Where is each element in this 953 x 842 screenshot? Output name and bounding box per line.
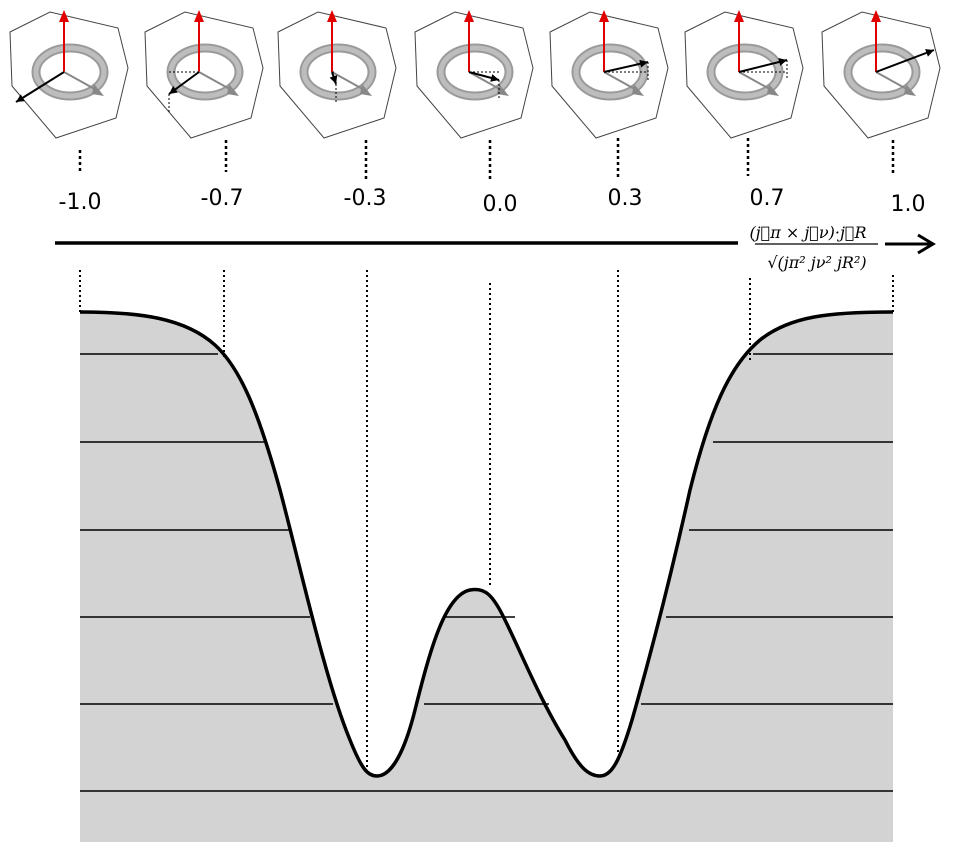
z-axis-arrowhead — [327, 10, 337, 22]
y-axis-arrowhead — [227, 84, 239, 96]
inset-row — [9, 10, 941, 139]
energy-levels — [80, 353, 893, 792]
vector-arrowhead — [329, 75, 338, 84]
torus-ring-highlight — [845, 45, 919, 99]
vector-line — [875, 49, 935, 73]
tick-label-p07: 0.7 — [750, 186, 785, 211]
torus-ring-highlight — [33, 45, 107, 99]
y-axis-arrowhead — [497, 84, 509, 96]
tick-label-p03: 0.3 — [608, 186, 643, 211]
inset-7 — [821, 10, 941, 139]
vector-line — [15, 71, 65, 103]
x-axis: (j⃗π × j⃗ν)·j⃗R √(jπ² jν² jR²) — [55, 223, 936, 272]
tick-label-00: 0.0 — [483, 192, 518, 217]
tick-label-m03: -0.3 — [344, 186, 387, 211]
axis-label-denominator: √(jπ² jν² jR²) — [767, 253, 866, 272]
y-axis-arrowhead — [904, 84, 916, 96]
y-axis-arrowhead — [767, 84, 779, 96]
z-axis-arrowhead — [464, 10, 474, 22]
vector-line — [738, 59, 788, 73]
potential-well — [79, 310, 894, 842]
inset-5 — [549, 10, 669, 139]
torus-ring-highlight — [438, 45, 512, 99]
tick-labels: -1.0 -0.7 -0.3 0.0 0.3 0.7 1.0 — [59, 186, 926, 217]
tick-label-m07: -0.7 — [201, 186, 244, 211]
tick-label-p10: 1.0 — [891, 192, 926, 217]
y-axis-arrowhead — [632, 84, 644, 96]
y-axis-arrowhead — [92, 84, 104, 96]
lower-guides — [79, 270, 894, 772]
z-axis-arrowhead — [194, 10, 204, 22]
inset-2 — [144, 10, 264, 139]
vector-arrowhead — [169, 86, 178, 94]
tick-label-m10: -1.0 — [59, 190, 102, 215]
z-axis-arrowhead — [734, 10, 744, 22]
inset-4 — [414, 10, 534, 139]
inset-6 — [684, 10, 804, 139]
well-fill — [80, 312, 893, 842]
x-axis-arrowhead — [917, 233, 936, 255]
vector-arrowhead — [778, 58, 787, 66]
potential-curve — [79, 310, 894, 778]
vector-arrowhead — [490, 74, 499, 82]
axis-label-numerator: (j⃗π × j⃗ν)·j⃗R — [749, 223, 866, 242]
vector-arrowhead — [925, 49, 934, 57]
inset-3 — [277, 10, 397, 139]
vector-arrowhead — [16, 94, 25, 102]
vector-arrowhead — [639, 59, 648, 68]
upper-guides — [78, 138, 895, 182]
torus-ring-highlight — [301, 45, 375, 99]
inset-1 — [9, 10, 129, 139]
y-axis-arrowhead — [360, 84, 372, 96]
z-axis-arrowhead — [59, 10, 69, 22]
z-axis-arrowhead — [871, 10, 881, 22]
z-axis-arrowhead — [599, 10, 609, 22]
